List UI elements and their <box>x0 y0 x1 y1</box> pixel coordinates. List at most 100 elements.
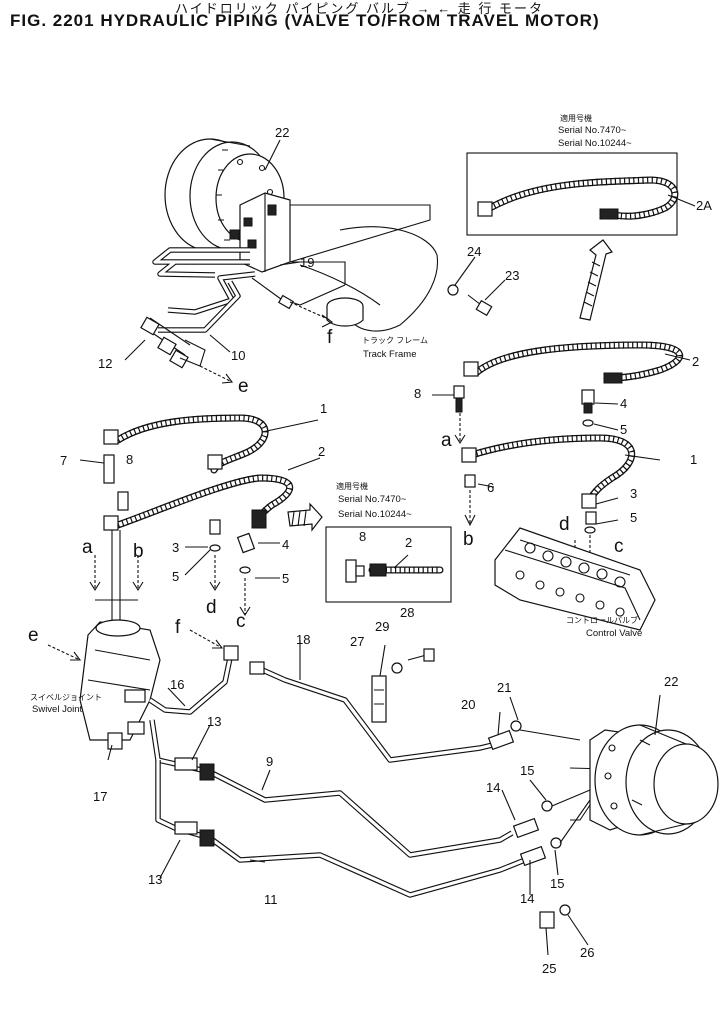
pipe-9 <box>149 719 514 858</box>
track-frame-jp-label: トラック フレーム <box>362 336 428 345</box>
label-e-left: e <box>28 625 39 646</box>
label-4-right: 4 <box>620 396 627 411</box>
label-19: 19 <box>300 255 314 270</box>
hose-2-left <box>103 457 321 531</box>
travel-motor-top <box>164 138 291 273</box>
flow-arrows-left <box>89 530 144 625</box>
serial-box-line2: Serial No.10244~ <box>558 138 632 149</box>
label-25: 25 <box>542 961 556 976</box>
bolt-23-washer-24 <box>447 284 493 317</box>
label-9: 9 <box>266 754 273 769</box>
label-15-bottom: 15 <box>550 876 564 891</box>
serial-box-line1: Serial No.7470~ <box>558 125 627 136</box>
label-e-top: e <box>238 376 249 397</box>
label-5-left-2: 5 <box>282 571 289 586</box>
label-13-bottom: 13 <box>148 872 162 887</box>
hatched-arrow-middle <box>287 502 323 532</box>
label-b-left: b <box>133 541 144 562</box>
label-27: 27 <box>350 634 364 649</box>
label-14-top: 14 <box>486 780 500 795</box>
label-8-box: 8 <box>359 529 366 544</box>
label-12: 12 <box>98 356 112 371</box>
label-4-left: 4 <box>282 537 289 552</box>
label-24: 24 <box>467 244 481 259</box>
control-valve-jp-label: コントロールバルブ <box>566 615 638 625</box>
label-a-right: a <box>441 430 452 451</box>
label-2-box: 2 <box>405 535 412 550</box>
label-d-right: d <box>559 514 570 535</box>
serial-box-top: 適用号機 Serial No.7470~ Serial No.10244~ <box>466 113 696 236</box>
travel-motor-bottom <box>569 724 719 836</box>
part-number-labels: 22 19 24 23 2A 12 10 e f 2 8 4 5 a 1 6 3… <box>28 125 712 976</box>
track-frame: トラック フレーム Track Frame <box>284 204 439 360</box>
plug-25-26 <box>539 904 571 929</box>
label-28: 28 <box>400 605 414 620</box>
fittings-13 <box>174 757 215 847</box>
leader-lines <box>107 139 661 956</box>
label-d-left: d <box>206 597 217 618</box>
label-11: 11 <box>264 892 278 907</box>
swivel-joint: スイベルジョイント Swivel Joint <box>30 619 161 750</box>
label-2-left: 2 <box>318 444 325 459</box>
label-18: 18 <box>296 632 310 647</box>
control-valve: コントロールバルブ Control Valve <box>494 527 656 639</box>
serial-box-2-line2: Serial No.10244~ <box>338 509 412 520</box>
label-3-right: 3 <box>630 486 637 501</box>
track-frame-label: Track Frame <box>363 349 416 360</box>
label-7: 7 <box>60 453 67 468</box>
label-10: 10 <box>231 348 245 363</box>
label-21: 21 <box>497 680 511 695</box>
fittings-14-15 <box>512 789 591 867</box>
f-arrows <box>189 629 224 649</box>
label-1-left: 1 <box>320 401 327 416</box>
label-15-top: 15 <box>520 763 534 778</box>
fittings-4-8-right <box>432 385 619 431</box>
label-6: 6 <box>487 480 494 495</box>
label-f-left: f <box>175 617 181 638</box>
clamp-27-29 <box>371 648 435 723</box>
serial-box-middle: 適用号機 Serial No.7470~ Serial No.10244~ <box>325 481 452 603</box>
pipe-16 <box>148 645 239 715</box>
e-arrows <box>47 365 234 661</box>
label-16: 16 <box>170 677 184 692</box>
label-c-left: c <box>236 611 246 632</box>
fittings-20-21 <box>487 720 581 751</box>
japanese-title: ハイドロリック パイピング バルブ → ← 走 行 モータ <box>175 1 545 16</box>
label-20: 20 <box>461 697 475 712</box>
bolt-19 <box>251 277 334 328</box>
label-22-bottom: 22 <box>664 674 678 689</box>
label-29: 29 <box>375 619 389 634</box>
hatched-arrow-top <box>579 239 613 321</box>
label-2a: 2A <box>696 198 712 213</box>
label-17: 17 <box>93 789 107 804</box>
hose-1-left <box>103 414 319 474</box>
label-2-right: 2 <box>692 354 699 369</box>
label-8-right: 8 <box>414 386 421 401</box>
hose-2-right <box>463 341 691 384</box>
label-a-left: a <box>82 537 93 558</box>
swivel-joint-label: Swivel Joint <box>32 704 83 715</box>
label-b-right: b <box>463 529 474 550</box>
label-26: 26 <box>580 945 594 960</box>
label-8-left: 8 <box>126 452 133 467</box>
label-5-right: 5 <box>630 510 637 525</box>
control-valve-label: Control Valve <box>586 628 642 639</box>
label-5-left: 5 <box>172 569 179 584</box>
label-13-top: 13 <box>207 714 221 729</box>
serial-box-2-jp: 適用号機 <box>336 481 368 491</box>
label-1-right: 1 <box>690 452 697 467</box>
label-22-top: 22 <box>275 125 289 140</box>
label-c-right: c <box>614 536 624 557</box>
fittings-6-3-5-right <box>464 474 619 534</box>
label-23: 23 <box>505 268 519 283</box>
label-5-right-top: 5 <box>620 422 627 437</box>
pipe-11 <box>155 760 527 898</box>
fittings-left <box>79 454 280 617</box>
label-f-top: f <box>327 327 333 348</box>
serial-box-jp: 適用号機 <box>560 113 592 123</box>
pipe-assembly-10 <box>140 247 256 369</box>
label-3-left: 3 <box>172 540 179 555</box>
pipe-18 <box>249 661 506 763</box>
